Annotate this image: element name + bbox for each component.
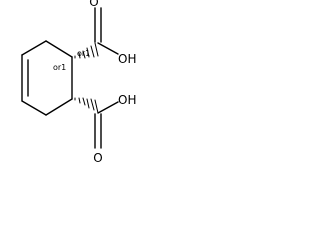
atom-label-bottom-hydroxyl: OH [118,93,136,107]
ring-bond-c2-c3 [45,98,73,116]
upper-hydroxyl-bond [97,42,119,55]
ring-bond-c6-c1 [45,40,73,58]
atom-label-top-oxygen: O [89,0,98,9]
stereo-label-lower: or1 [53,63,66,72]
hashed-wedge-upper [74,42,99,59]
stereo-label-upper: or1 [77,49,90,58]
atom-label-top-hydroxyl: OH [118,52,136,66]
ring-bond-c5-c6 [21,40,47,56]
atom-label-bottom-oxygen: O [93,151,102,165]
lower-hydroxyl-bond [97,101,119,114]
molecule-drawing: O OH OH O or1 or1 [21,0,136,165]
ring-bond-c3-c4 [21,100,47,116]
structure-diagram: O OH OH O or1 or1 [0,0,166,166]
hashed-wedge-lower [74,97,99,114]
